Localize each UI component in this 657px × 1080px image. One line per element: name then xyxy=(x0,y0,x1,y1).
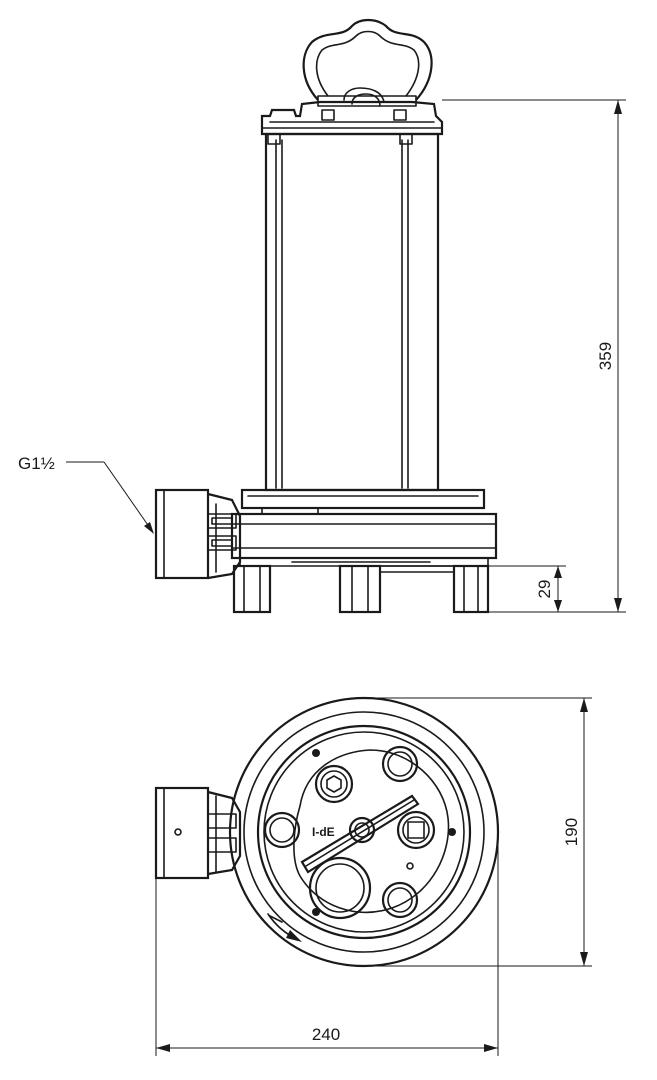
depth-dimension: 190 xyxy=(364,697,592,967)
height-dimension: 359 xyxy=(442,99,626,613)
thread-leader: G1½ xyxy=(18,454,154,534)
inlet-port xyxy=(308,764,376,920)
outlet-plan xyxy=(154,786,242,880)
pump-casing xyxy=(230,488,498,567)
discharge-outlet xyxy=(154,488,242,580)
width-dimension: 240 xyxy=(155,832,499,1056)
pump-feet xyxy=(232,564,490,614)
side-view: G1½ 359 29 xyxy=(18,18,626,614)
pump-handle xyxy=(302,18,433,107)
foot-height-label: 29 xyxy=(535,580,554,599)
foot-height-dimension: 29 xyxy=(488,565,566,612)
engraving-label: I-dE xyxy=(312,825,335,839)
overall-width-label: 240 xyxy=(312,1025,340,1044)
drain-plug xyxy=(396,810,436,870)
cross-bar xyxy=(300,794,420,874)
motor-housing xyxy=(264,132,440,492)
height-total-label: 359 xyxy=(596,342,615,370)
feet-plan xyxy=(263,745,419,919)
bottom-view: I-dE 190 240 xyxy=(154,696,592,1056)
base-depth-label: 190 xyxy=(562,818,581,846)
base-plate xyxy=(293,749,456,916)
motor-top-cap xyxy=(260,100,444,145)
thread-size-label: G1½ xyxy=(18,454,55,473)
